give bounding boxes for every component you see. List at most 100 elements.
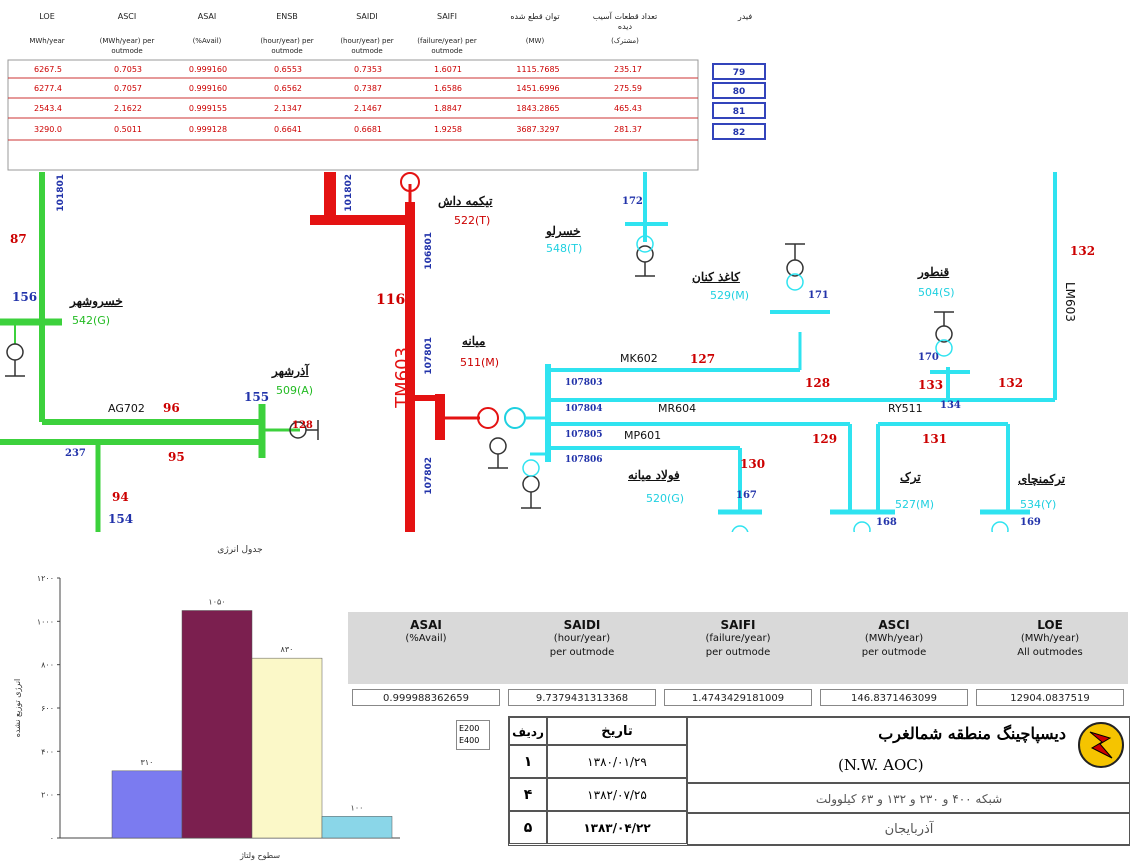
node-number: 167 — [736, 490, 757, 501]
table-header-unit: (hour/year) per outmode — [340, 37, 394, 55]
summary-header: LOE(MWh/year) All outmodes — [972, 612, 1128, 684]
summary-title: SAIFI — [720, 618, 756, 632]
x-axis-label: سطوح ولتاژ — [239, 851, 280, 860]
table-cell: 0.6562 — [274, 84, 302, 93]
table-header: ASAI — [197, 12, 217, 21]
table-header-unit: (hour/year) per outmode — [260, 37, 314, 55]
summary-value: 146.8371463099 — [820, 689, 968, 706]
table-cell: 0.7353 — [354, 65, 382, 74]
company-cell: دیسپاچینگ منطقه شمالغرب (N.W. AOC) — [687, 717, 1130, 783]
table-cell: 275.59 — [614, 84, 642, 93]
table-grid — [7, 59, 699, 171]
summary-note: per outmode — [549, 647, 615, 658]
summary-unit: (MWh/year) — [1020, 633, 1080, 644]
substation-name: کاغذ کنان — [692, 270, 740, 284]
substation-code: 534(Y) — [1020, 498, 1057, 511]
table-cell: 0.7387 — [354, 84, 382, 93]
table-cell: 0.6681 — [354, 125, 382, 134]
summary-title: SAIDI — [563, 618, 601, 632]
summary-note: All outmodes — [1017, 647, 1083, 658]
feeder-code: 107801 — [424, 337, 434, 375]
bar-value-label: ۸۳۰ — [281, 645, 294, 654]
line-number: 128 — [805, 376, 831, 390]
node-number: 237 — [65, 448, 86, 459]
revision-date: ۱۳۸۲/۰۷/۲۵ — [547, 778, 687, 811]
single-line-diagram: 101801 101802 106801 107801 107802 TM603… — [0, 172, 1130, 532]
table-header-unit: MWh/year — [29, 37, 65, 45]
company-latin: (N.W. AOC) — [838, 756, 924, 774]
revision-date: ۱۳۸۰/۰۱/۲۹ — [547, 745, 687, 778]
line-number: 116 — [376, 292, 406, 308]
feeder-id: 79 — [712, 63, 766, 80]
summary-note: per outmode — [705, 647, 771, 658]
feeder-id: 82 — [712, 123, 766, 140]
table-cell: 235.17 — [614, 65, 642, 74]
summary-unit: (failure/year) — [705, 633, 771, 644]
table-cell: 1451.6996 — [516, 84, 560, 93]
table-cell: 1.9258 — [434, 125, 462, 134]
feeder-id: 80 — [712, 82, 766, 99]
node-number: 168 — [876, 517, 897, 528]
line-label-ry511: RY511 — [888, 402, 923, 415]
substation-name: قنطور — [918, 265, 950, 279]
table-cell: 3687.3297 — [516, 125, 560, 134]
revision-no-header: ردیف — [509, 717, 547, 745]
feeder-code: 107803 — [565, 378, 603, 388]
region-name: آذربایجان — [687, 813, 1130, 845]
logo-bolt-icon — [1089, 731, 1113, 759]
table-header: تعداد قطعات آسیب دیده — [592, 12, 658, 31]
node-number: 155 — [244, 390, 270, 404]
y-tick-label: ۲۰۰ — [41, 791, 54, 800]
legend-item: E200 — [459, 724, 480, 733]
table-header: فیدر — [737, 12, 753, 21]
node-number: 128 — [292, 420, 313, 431]
line-number: 131 — [922, 432, 948, 446]
feeder-code: 107802 — [424, 457, 434, 495]
summary-title: LOE — [1037, 618, 1063, 632]
substation-name: میانه — [462, 334, 486, 348]
substation-code: 527(M) — [895, 498, 935, 511]
summary-value: 12904.0837519 — [976, 689, 1124, 706]
substation-name: ترک — [900, 470, 921, 484]
bar-value-label: ۳۱۰ — [141, 758, 154, 767]
bar — [111, 770, 183, 839]
summary-header: ASAI(%Avail) — [348, 612, 504, 684]
node-number: 134 — [940, 400, 961, 411]
table-cell: 281.37 — [614, 125, 642, 134]
table-cell: 0.6553 — [274, 65, 302, 74]
substation-name: تیکمه داش — [438, 194, 493, 208]
node-number: 156 — [12, 290, 38, 304]
feeder-code: 107806 — [565, 455, 603, 465]
feeder-code: 101801 — [56, 174, 66, 212]
y-axis-label: انرژی توزیع نشده — [13, 679, 22, 738]
bar-value-label: ۱۰۵۰ — [208, 598, 225, 607]
summary-unit: (MWh/year) — [864, 633, 924, 644]
summary-value: 0.999988362659 — [352, 689, 500, 706]
node-number: 172 — [622, 196, 643, 207]
revision-date-header: تاریخ — [547, 717, 687, 745]
line-number: 95 — [168, 450, 185, 464]
revision-no: ۵ — [509, 811, 547, 844]
table-cell: 6267.5 — [34, 65, 62, 74]
table-cell: 1.8847 — [434, 104, 462, 113]
table-cell: 1.6071 — [434, 65, 462, 74]
line-number: 94 — [112, 490, 129, 504]
y-tick-label: ۰ — [50, 834, 54, 843]
summary-note: per outmode — [861, 647, 927, 658]
table-cell: 1843.2865 — [516, 104, 560, 113]
revision-no: ۴ — [509, 778, 547, 811]
bar-value-label: ۱۰۰ — [351, 803, 364, 812]
line-number: 133 — [918, 378, 944, 392]
table-cell: 2.1467 — [354, 104, 382, 113]
summary-header: SAIDI(hour/year)per outmode — [504, 612, 660, 684]
table-cell: 3290.0 — [34, 125, 62, 134]
table-header-unit: (MW) — [525, 37, 545, 45]
feeder-code: 107805 — [565, 430, 603, 440]
feeder-code: 107804 — [565, 404, 603, 414]
table-header: ASCI — [117, 12, 137, 21]
table-header-unit: (مشترک) — [611, 37, 639, 45]
summary-value: 1.4743429181009 — [664, 689, 812, 706]
